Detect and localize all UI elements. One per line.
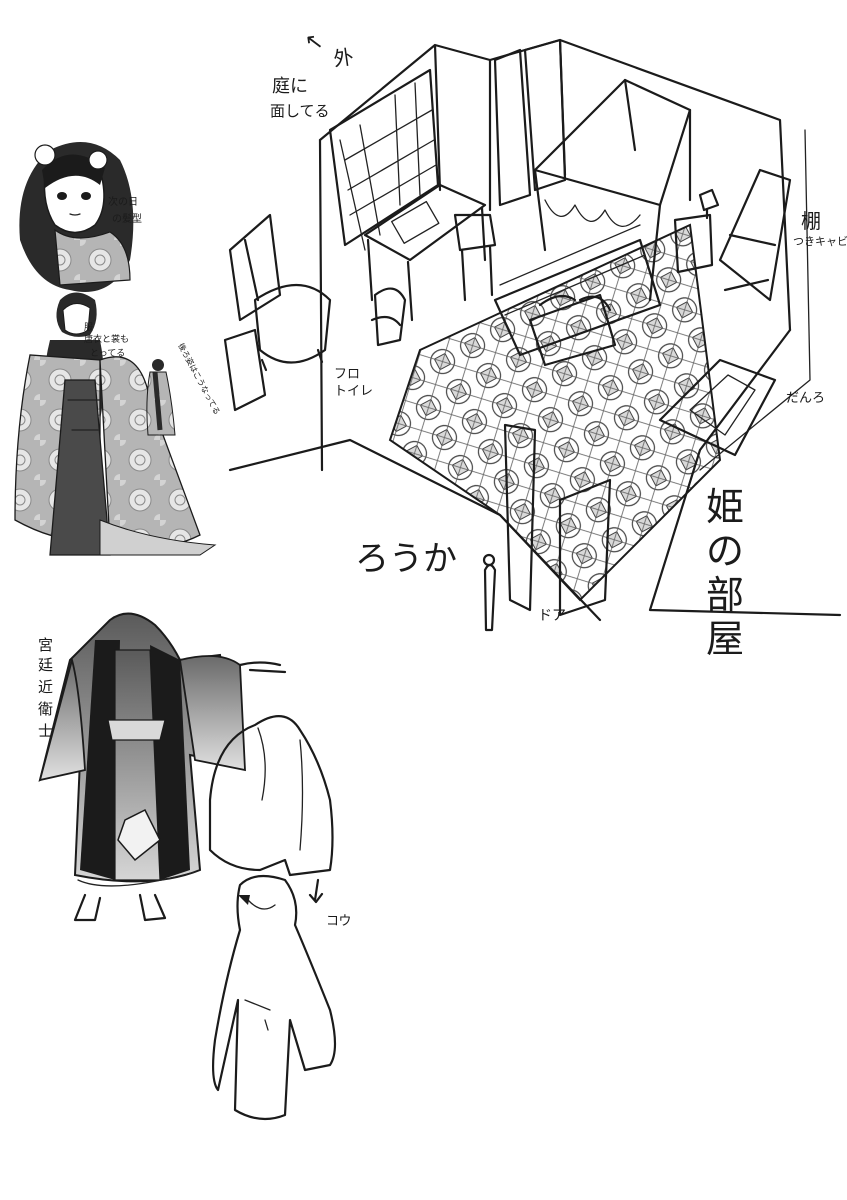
bathtub	[253, 283, 332, 364]
nightstand	[673, 213, 714, 274]
label-fireplace: だんろ	[786, 391, 825, 406]
label-princess-room-char-1: 姫	[706, 485, 744, 529]
label-next-day-2: の髪型	[112, 212, 142, 225]
label-clothes-3: とってる	[90, 348, 125, 359]
label-bath-1: フロ	[334, 367, 360, 382]
label-door: ドア	[538, 608, 566, 624]
room-drawing	[223, 38, 842, 632]
lamp	[698, 188, 720, 220]
door-figure	[483, 563, 497, 632]
label-princess-room-char-4: 屋	[706, 617, 744, 661]
label-facing-garden-1: 庭に	[272, 76, 308, 97]
label-palace-guard: 宮 廷 近 衛 士	[38, 636, 58, 740]
curtain-left	[493, 48, 532, 207]
label-outside-arrow: ↖	[303, 29, 325, 56]
label-corridor: ろうか	[355, 539, 457, 579]
arrow-down	[308, 878, 324, 904]
chair	[453, 213, 497, 302]
label-palace-guard-char-4: 衛	[38, 700, 53, 718]
label-like-this: コウ	[326, 914, 351, 929]
toilet	[370, 287, 407, 347]
label-back-view: 後ろ姿はこうなってる	[176, 341, 222, 416]
palace-guard-robe	[38, 612, 287, 922]
canopy-bed	[533, 78, 692, 207]
cape-back-view	[211, 874, 337, 1121]
label-princess-room-char-3: 部	[706, 573, 744, 617]
princess-portrait	[19, 142, 134, 292]
hooded-cape	[208, 715, 334, 877]
label-facing-garden-2: 面してる	[270, 102, 330, 120]
garden-window	[328, 68, 440, 247]
room-door	[503, 423, 612, 617]
label-next-day-1: 次の日	[108, 195, 138, 208]
label-clothes-2: 唐衣と裳も	[84, 333, 129, 345]
label-outside: 外	[332, 45, 355, 72]
princess-back-view	[146, 359, 176, 436]
bath-window	[228, 213, 282, 322]
sofa	[528, 293, 617, 367]
princess-full-body	[14, 292, 217, 556]
desk	[363, 183, 487, 322]
label-bath-2: トイレ	[334, 384, 373, 399]
label-shelf-cabinet-2: つきキャビネット	[793, 235, 847, 248]
label-princess-room: 姫 の 部 屋	[706, 485, 756, 661]
label-shelf-cabinet-1: 棚	[801, 209, 821, 233]
bath-shelf	[223, 328, 267, 412]
label-palace-guard-char-3: 近	[38, 678, 53, 696]
label-palace-guard-char-1: 宮	[38, 636, 53, 654]
label-princess-room-char-2: の	[706, 529, 744, 573]
label-palace-guard-char-2: 廷	[38, 656, 53, 674]
bed-mattress	[493, 238, 662, 357]
label-clothes-1: 服	[84, 322, 93, 333]
label-palace-guard-char-5: 士	[38, 722, 53, 740]
fireplace	[658, 358, 777, 457]
shelf-cabinet	[718, 168, 792, 302]
